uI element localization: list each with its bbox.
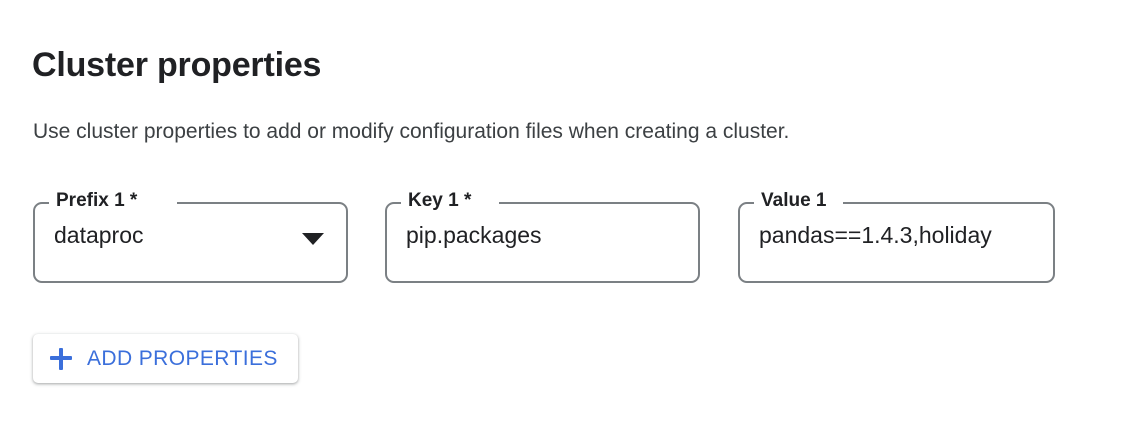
value-field-value[interactable]: pandas==1.4.3,holiday bbox=[759, 222, 992, 248]
chevron-down-icon[interactable] bbox=[302, 233, 324, 245]
value-field-label: Value 1 bbox=[761, 190, 827, 211]
add-properties-button[interactable]: ADD PROPERTIES bbox=[33, 334, 298, 383]
prefix-field-label: Prefix 1 * bbox=[56, 190, 138, 211]
value-text-field[interactable]: Value 1 pandas==1.4.3,holiday bbox=[738, 190, 1055, 283]
key-text-field[interactable]: Key 1 * pip.packages bbox=[385, 190, 700, 283]
key-field-label: Key 1 * bbox=[408, 190, 472, 211]
prefix-select-field[interactable]: Prefix 1 * dataproc bbox=[33, 190, 348, 283]
page-description: Use cluster properties to add or modify … bbox=[33, 120, 790, 143]
page-title: Cluster properties bbox=[32, 45, 322, 84]
plus-icon bbox=[50, 347, 72, 370]
field-label-notch bbox=[401, 200, 499, 204]
add-properties-label: ADD PROPERTIES bbox=[87, 346, 278, 370]
prefix-field-value[interactable]: dataproc bbox=[54, 222, 144, 248]
field-label-notch bbox=[49, 200, 177, 204]
field-label-notch bbox=[754, 200, 843, 204]
key-field-value[interactable]: pip.packages bbox=[406, 222, 542, 248]
